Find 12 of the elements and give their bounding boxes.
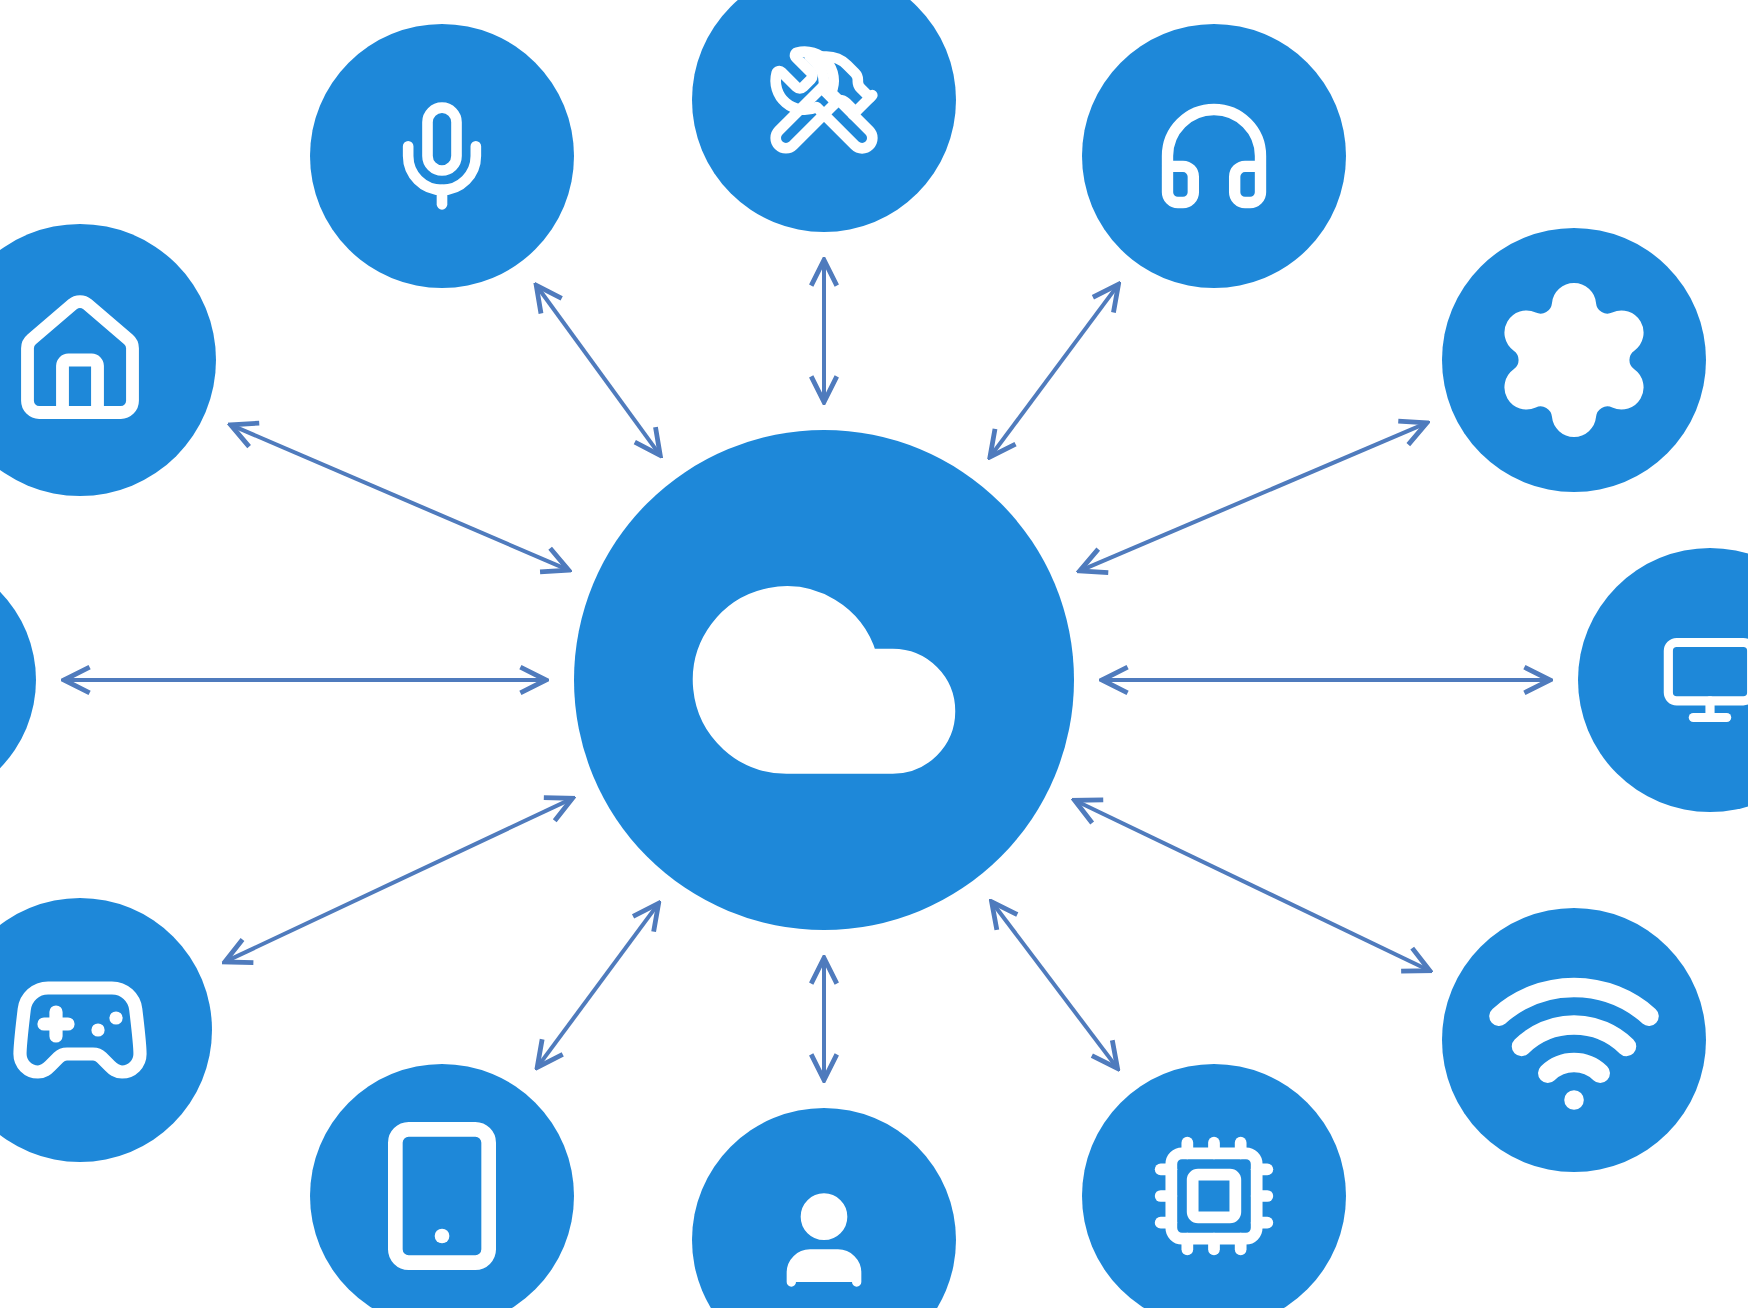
double-arrow xyxy=(989,899,1120,1071)
double-arrow xyxy=(61,664,549,696)
double-arrow xyxy=(1072,797,1433,974)
double-arrow xyxy=(1099,664,1553,696)
double-arrow xyxy=(222,795,575,965)
double-arrow xyxy=(808,257,840,405)
double-arrow xyxy=(228,420,571,575)
double-arrow xyxy=(987,281,1121,460)
double-arrow xyxy=(808,955,840,1083)
double-arrow xyxy=(533,282,663,458)
double-arrow xyxy=(1077,418,1430,576)
double-arrow xyxy=(534,901,661,1070)
